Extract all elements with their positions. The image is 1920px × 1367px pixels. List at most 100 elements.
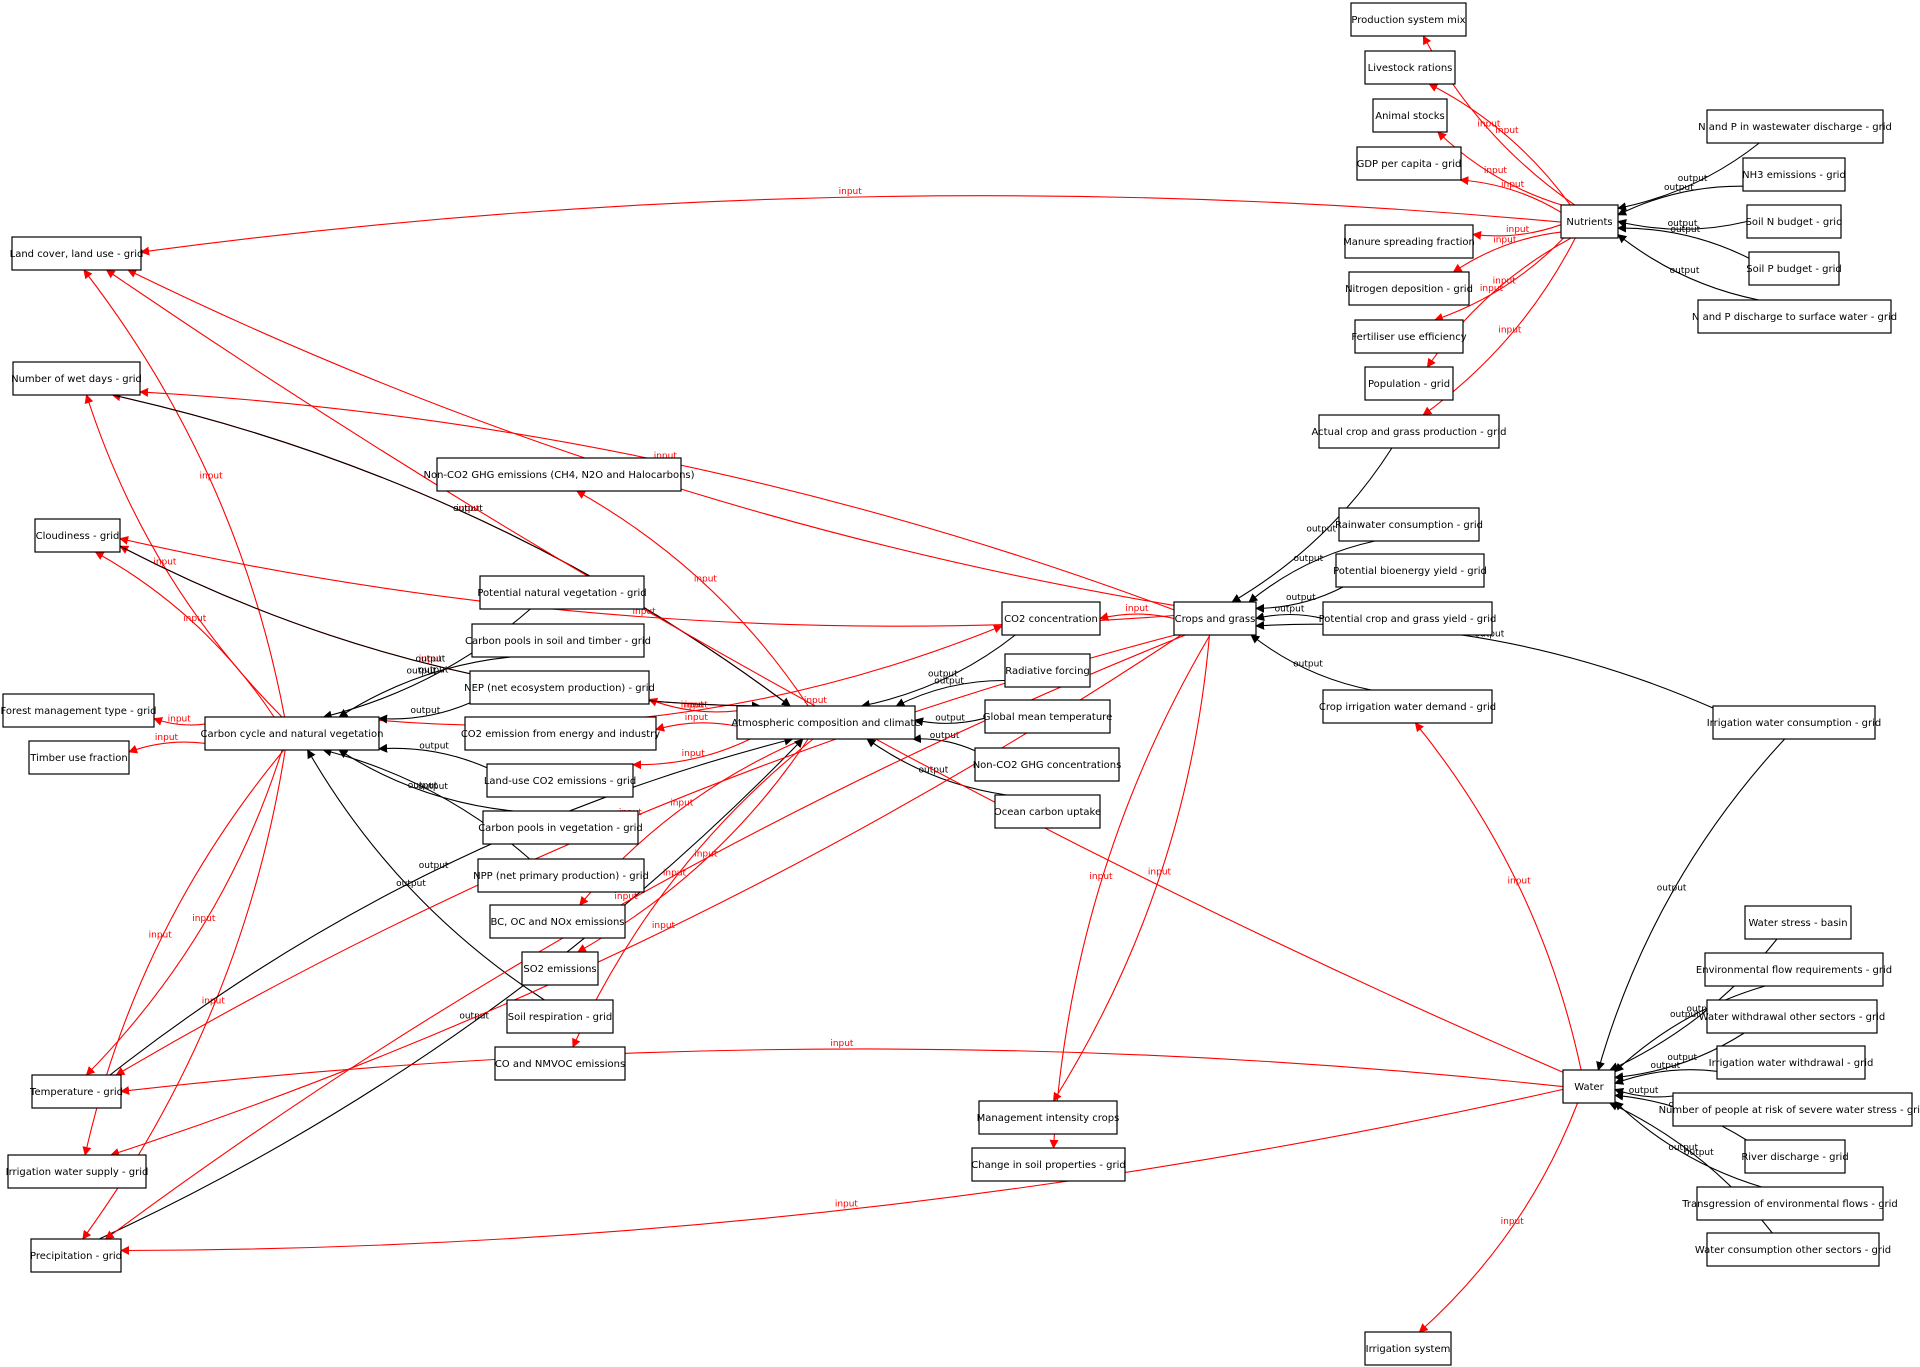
edge-label-input: input bbox=[685, 701, 709, 711]
node-so2: SO2 emissions bbox=[521, 951, 599, 986]
edge-output-ocean-to-atmos bbox=[866, 738, 1007, 796]
node-forest: Forest management type - grid bbox=[1, 693, 156, 728]
node-co2conc: CO2 concentration bbox=[1001, 601, 1101, 636]
node-irrcons: Irrigation water consumption - grid bbox=[1707, 705, 1881, 740]
node-box bbox=[494, 1046, 626, 1081]
edge-input-atmos-to-wetdays bbox=[111, 392, 791, 707]
edge-input-water-to-precip bbox=[120, 1088, 1564, 1255]
edge-label-input: input bbox=[192, 914, 216, 924]
node-box bbox=[1322, 601, 1493, 636]
node-label: CO and NMVOC emissions bbox=[495, 1059, 625, 1070]
node-label: Water consumption other sectors - grid bbox=[1695, 1245, 1891, 1256]
node-label: N and P in wastewater discharge - grid bbox=[1698, 122, 1892, 133]
edge-label-output: output bbox=[1664, 183, 1694, 193]
node-box bbox=[1354, 319, 1464, 354]
edge-label-output: output bbox=[1293, 660, 1323, 670]
node-label: Land cover, land use - grid bbox=[10, 249, 144, 260]
node-label: Crop irrigation water demand - grid bbox=[1319, 702, 1496, 713]
edge-label-output: output bbox=[418, 782, 448, 792]
node-label: Water stress - basin bbox=[1748, 918, 1847, 929]
node-box bbox=[469, 670, 650, 705]
node-precip: Precipitation - grid bbox=[30, 1238, 122, 1273]
node-box bbox=[1364, 50, 1456, 85]
node-pot-veg: Potential natural vegetation - grid bbox=[477, 575, 647, 610]
node-label: Water bbox=[1574, 1082, 1604, 1093]
edge-input-nutrients-to-gdp bbox=[1459, 176, 1562, 213]
node-livestock: Livestock rations bbox=[1364, 50, 1456, 85]
edge-output-people-to-water bbox=[1614, 1087, 1674, 1098]
node-box bbox=[1560, 204, 1619, 239]
node-irrsys: Irrigation system bbox=[1364, 1331, 1452, 1366]
edge-input-nutrients-to-ndep bbox=[1452, 231, 1562, 273]
node-label: Global mean temperature bbox=[983, 712, 1112, 723]
edge-label-input: input bbox=[1148, 867, 1172, 877]
node-nutrients: Nutrients bbox=[1560, 204, 1619, 239]
node-box bbox=[1748, 251, 1840, 286]
edge-output-rainwater-to-crops bbox=[1248, 540, 1376, 603]
node-irr-supply: Irrigation water supply - grid bbox=[6, 1154, 148, 1189]
node-box bbox=[1004, 653, 1091, 688]
edge-label-output: output bbox=[1293, 554, 1323, 564]
edge-label-output: output bbox=[1650, 1061, 1680, 1071]
node-label: Soil respiration - grid bbox=[508, 1012, 613, 1023]
edge-output-pools-veg-to-carbon bbox=[338, 749, 514, 812]
node-box bbox=[486, 763, 634, 798]
node-box bbox=[31, 1074, 122, 1109]
edge-input-crops-to-mgmt bbox=[1053, 634, 1211, 1102]
node-box bbox=[1716, 1045, 1866, 1080]
edge-label-input: input bbox=[614, 892, 638, 902]
node-timber: Timber use fraction bbox=[28, 740, 130, 775]
node-crops: Crops and grass bbox=[1173, 601, 1257, 636]
edge-label-input: input bbox=[153, 558, 177, 568]
edge-label-output: output bbox=[1667, 1053, 1697, 1063]
node-label: Livestock rations bbox=[1368, 63, 1453, 74]
edge-label-input: input bbox=[1498, 326, 1522, 336]
edge-input-atmos-to-co bbox=[572, 738, 814, 1048]
node-mgmt: Management intensity crops bbox=[977, 1100, 1119, 1135]
node-box bbox=[1744, 905, 1852, 940]
node-nh3: NH3 emissions - grid bbox=[1742, 157, 1846, 192]
node-box bbox=[506, 999, 614, 1034]
node-label: Temperature - grid bbox=[29, 1087, 123, 1098]
node-box bbox=[1746, 204, 1842, 239]
node-box bbox=[1364, 1331, 1452, 1366]
edge-label-output: output bbox=[416, 655, 446, 665]
edge-label-output: output bbox=[407, 667, 437, 677]
node-box bbox=[34, 518, 121, 553]
node-actual: Actual crop and grass production - grid bbox=[1312, 414, 1506, 449]
edge-input-nutrients-to-animal bbox=[1437, 131, 1562, 206]
node-soilprop: Change in soil properties - grid bbox=[971, 1147, 1126, 1182]
edge-label-input: input bbox=[670, 799, 694, 809]
node-box bbox=[1672, 1092, 1913, 1127]
edge-input-crops-to-wetdays bbox=[139, 387, 1175, 611]
node-label: BC, OC and NOx emissions bbox=[490, 917, 624, 928]
edge-label-input: input bbox=[663, 869, 687, 879]
node-box bbox=[1350, 2, 1467, 37]
edge-output-potcrop-to-crops bbox=[1255, 612, 1324, 621]
node-label: Rainwater consumption - grid bbox=[1335, 520, 1483, 531]
node-wstress: Water stress - basin bbox=[1744, 905, 1852, 940]
node-soiln: Soil N budget - grid bbox=[1746, 204, 1842, 239]
edge-label-output: output bbox=[419, 742, 449, 752]
edge-label-input: input bbox=[694, 575, 718, 585]
node-label: Fertiliser use efficiency bbox=[1351, 332, 1466, 343]
node-label: Ocean carbon uptake bbox=[994, 807, 1101, 818]
edge-label-output: output bbox=[1275, 605, 1305, 615]
node-label: Timber use fraction bbox=[29, 753, 127, 764]
edge-output-temp-to-atmos bbox=[109, 736, 794, 1076]
edge-label-output: output bbox=[408, 781, 438, 791]
node-potcrop: Potential crop and grass yield - grid bbox=[1319, 601, 1496, 636]
edge-input-nutrients-to-livestock bbox=[1428, 83, 1571, 206]
node-label: Irrigation water withdrawal - grid bbox=[1709, 1058, 1874, 1069]
node-soilp: Soil P budget - grid bbox=[1746, 251, 1842, 286]
node-gmt: Global mean temperature bbox=[983, 699, 1112, 734]
edge-output-precip-to-atmos bbox=[98, 738, 804, 1240]
edge-input-nutrients-to-landcover bbox=[140, 195, 1562, 256]
edge-input-nutrients-to-fert bbox=[1434, 237, 1564, 322]
node-label: Nitrogen deposition - grid bbox=[1345, 284, 1473, 295]
node-luco2: Land-use CO2 emissions - grid bbox=[484, 763, 636, 798]
node-label: Carbon pools in soil and timber - grid bbox=[465, 636, 651, 647]
edge-input-carbon-to-timber bbox=[128, 741, 206, 754]
node-label: Land-use CO2 emissions - grid bbox=[484, 776, 636, 787]
node-box bbox=[1001, 601, 1101, 636]
